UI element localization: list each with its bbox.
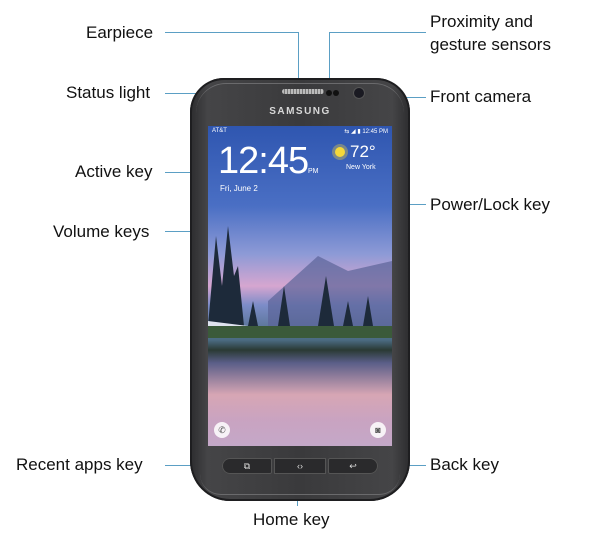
clock-ampm: PM (308, 168, 319, 175)
home-key[interactable]: ‹› (274, 458, 326, 474)
nav-keys: ⧉ ‹› ↩ (222, 458, 378, 474)
leader-volume-keys (165, 231, 192, 232)
proximity-sensor (326, 90, 332, 96)
temperature: 72° (350, 142, 376, 161)
carrier: AT&T (212, 128, 227, 134)
recent-apps-key[interactable]: ⧉ (222, 458, 272, 474)
status-right: ⇆ ◢ ▮ 12:45 PM (344, 128, 388, 135)
label-proximity-line1: Proximity and (430, 12, 533, 31)
back-icon: ↩ (349, 461, 357, 471)
leader-proximity-h (329, 32, 426, 33)
front-camera (354, 88, 364, 98)
phone-body: SAMSUNG AT&T ⇆ ◢ ▮ 12:45 PM 12:45 PM Fri… (190, 78, 410, 501)
label-status-light: Status light (66, 83, 151, 102)
label-front-camera: Front camera (430, 87, 532, 106)
label-volume-keys: Volume keys (53, 222, 150, 241)
camera-icon: ◙ (375, 425, 381, 435)
date: Fri, June 2 (220, 184, 258, 193)
leader-status-light (165, 93, 215, 94)
phone-icon: ✆ (218, 425, 226, 435)
earpiece (282, 89, 324, 94)
brand-logo: SAMSUNG (269, 106, 331, 117)
recent-apps-icon: ⧉ (243, 461, 251, 471)
home-icon: ‹› (297, 461, 303, 471)
leader-earpiece-h (165, 32, 298, 33)
label-home-key: Home key (253, 510, 330, 529)
weather-city: New York (346, 164, 376, 171)
lock-screen[interactable]: AT&T ⇆ ◢ ▮ 12:45 PM 12:45 PM Fri, June 2… (208, 126, 392, 446)
leader-recent-apps (165, 465, 192, 466)
top-rim (196, 83, 404, 114)
label-proximity-sensors: Proximity and gesture sensors (430, 12, 551, 55)
camera-shortcut[interactable]: ◙ (370, 422, 386, 438)
phone-shortcut[interactable]: ✆ (214, 422, 230, 438)
label-power-lock-key: Power/Lock key (430, 195, 550, 214)
back-key[interactable]: ↩ (328, 458, 378, 474)
label-back-key: Back key (430, 455, 499, 474)
gesture-sensor (333, 90, 339, 96)
status-icons: ⇆ ◢ ▮ (344, 129, 361, 135)
leader-power-lock (400, 204, 426, 205)
leader-active-key (165, 172, 192, 173)
label-proximity-line2: gesture sensors (430, 35, 551, 54)
wallpaper-landscape (208, 226, 392, 338)
label-recent-apps-key: Recent apps key (16, 455, 143, 474)
bottom-rim (200, 474, 400, 495)
status-bar: AT&T ⇆ ◢ ▮ 12:45 PM (208, 128, 392, 138)
clock: 12:45 (218, 140, 309, 182)
status-time: 12:45 PM (362, 129, 388, 135)
sun-icon (335, 147, 345, 157)
leader-earpiece-v (298, 32, 299, 96)
leader-back-key (400, 465, 426, 466)
leader-proximity-v (329, 32, 330, 96)
label-earpiece: Earpiece (86, 23, 154, 42)
label-active-key: Active key (75, 162, 153, 181)
